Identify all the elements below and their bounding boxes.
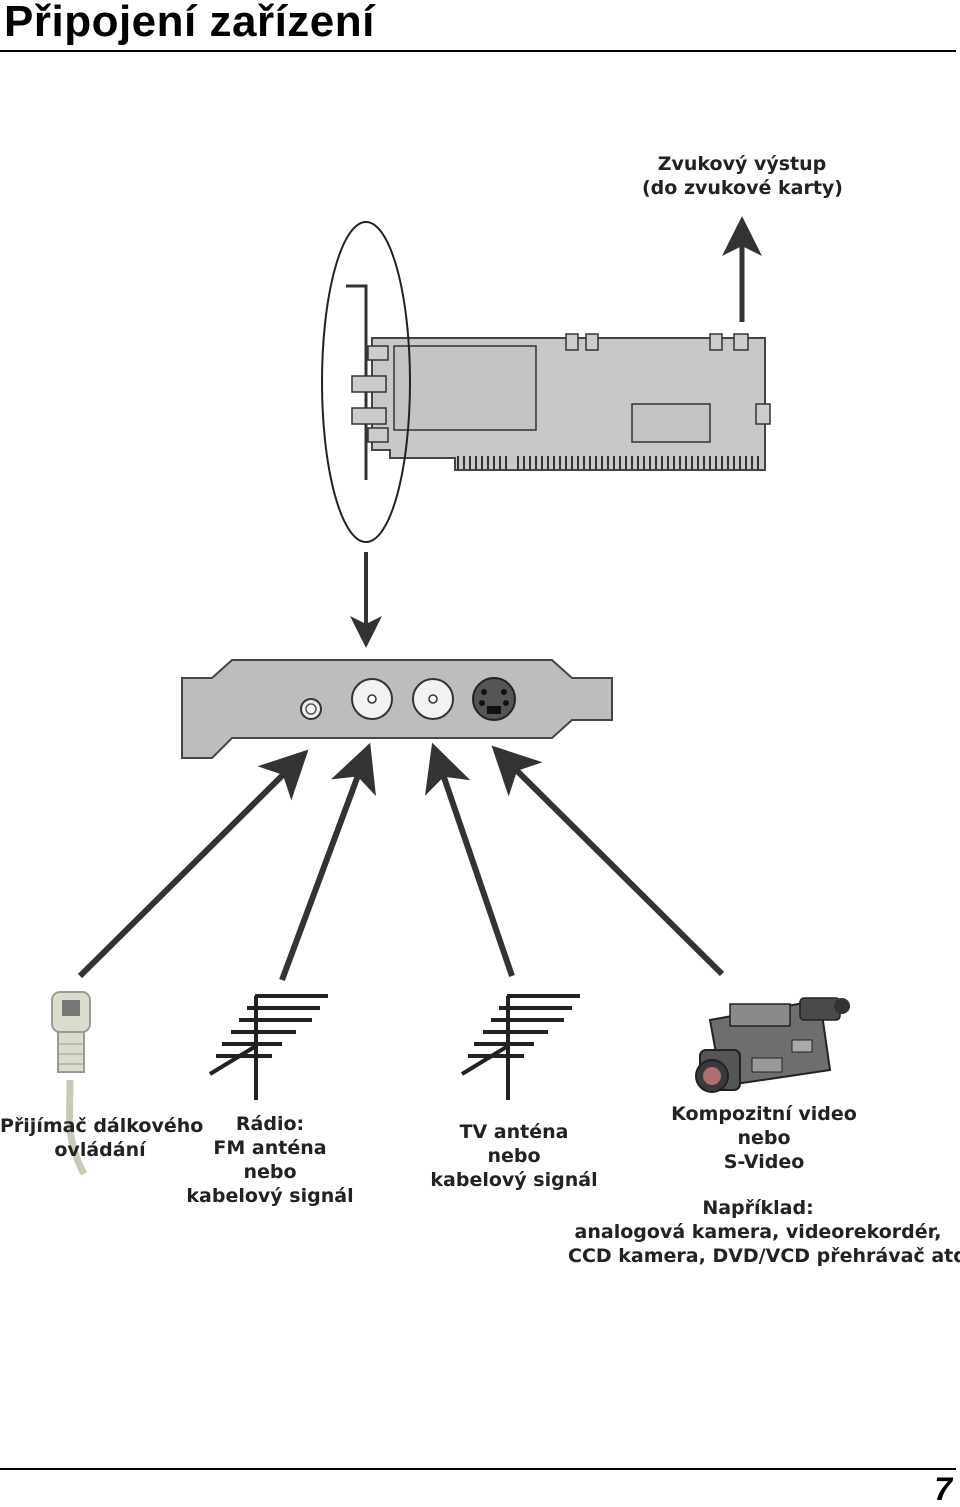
tv-label: TV anténa nebo kabelový signál bbox=[424, 1120, 604, 1192]
bracket-plate bbox=[181, 659, 613, 759]
audio-out-label: Zvukový výstup (do zvukové karty) bbox=[642, 152, 843, 200]
tv-arrow bbox=[424, 742, 515, 977]
radio-arrow bbox=[279, 742, 376, 982]
radio-label: Rádio: FM anténa nebo kabelový signál bbox=[182, 1112, 358, 1208]
remote-label-line: Přijímač dálkového bbox=[0, 1115, 204, 1137]
radio-label-line: Rádio: bbox=[235, 1113, 305, 1135]
tv-antenna-icon bbox=[460, 994, 580, 1100]
fm-antenna-icon bbox=[208, 994, 328, 1100]
tv-label-line: kabelový signál bbox=[430, 1169, 598, 1191]
tv-label-line: TV anténa bbox=[459, 1121, 569, 1143]
connection-diagram: Zvukový výstup (do zvukové karty) Přijím… bbox=[0, 140, 960, 1290]
bracket-highlight-ellipse bbox=[321, 221, 411, 543]
video-label-line: Kompozitní video bbox=[671, 1103, 857, 1125]
video-arrow bbox=[491, 745, 725, 977]
page-title: Připojení zařízení bbox=[4, 0, 375, 46]
example-label-line: CCD kamera, DVD/VCD přehrávač atd. bbox=[568, 1245, 960, 1267]
header-rule bbox=[0, 50, 956, 52]
diagram-drawing bbox=[51, 216, 850, 1176]
radio-label-line: FM anténa bbox=[213, 1137, 327, 1159]
page-number: 7 bbox=[934, 1471, 952, 1507]
camcorder-icon bbox=[695, 997, 850, 1093]
radio-label-line: nebo bbox=[243, 1161, 297, 1183]
tv-label-line: nebo bbox=[487, 1145, 541, 1167]
example-label: Například: analogová kamera, videorekord… bbox=[568, 1196, 960, 1268]
footer-rule bbox=[0, 1468, 956, 1470]
example-label-line: analogová kamera, videorekordér, bbox=[574, 1221, 942, 1243]
tv-tuner-card bbox=[346, 284, 771, 480]
example-label-line: Například: bbox=[702, 1197, 814, 1219]
remote-label: Přijímač dálkového ovládání bbox=[0, 1114, 204, 1162]
video-label: Kompozitní video nebo S-Video bbox=[664, 1102, 864, 1174]
audio-out-label-line: Zvukový výstup bbox=[657, 153, 827, 175]
video-label-line: nebo bbox=[737, 1127, 791, 1149]
remote-label-line: ovládání bbox=[54, 1139, 146, 1161]
remote-arrow bbox=[77, 749, 309, 979]
ir-receiver-icon bbox=[51, 991, 91, 1176]
radio-label-line: kabelový signál bbox=[186, 1185, 354, 1207]
audio-out-label-line: (do zvukové karty) bbox=[642, 177, 843, 199]
video-label-line: S-Video bbox=[723, 1151, 805, 1173]
svideo-port bbox=[472, 677, 516, 721]
